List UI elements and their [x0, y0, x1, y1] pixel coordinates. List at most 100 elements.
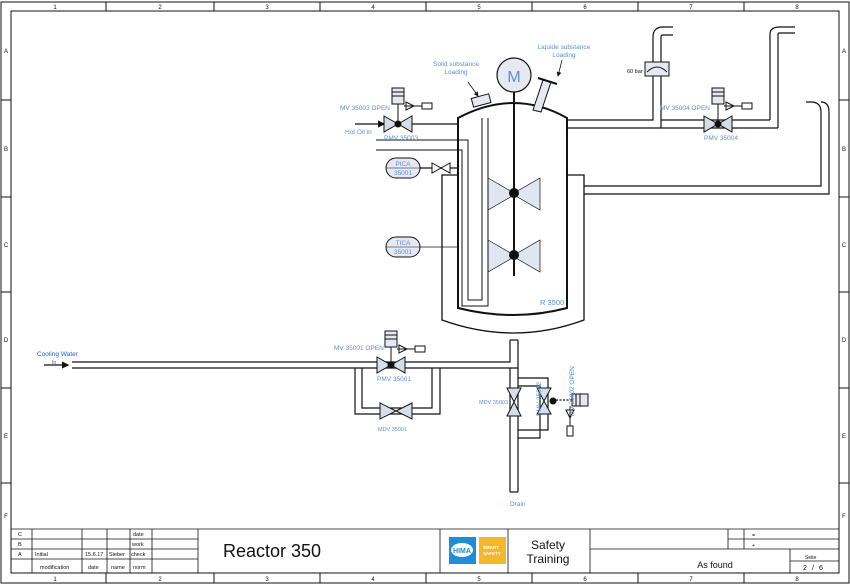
- project-title: Reactor 350: [223, 541, 321, 561]
- label-liquid-substance-2: Loading: [552, 52, 576, 59]
- instrument-pica-35001[interactable]: [385, 157, 421, 179]
- safety-training-1: Safety: [531, 538, 565, 552]
- label-cooling-water-1: Cooling Water: [37, 351, 79, 358]
- pressure-relief-60bar[interactable]: [644, 61, 670, 77]
- label-mdv35003: MDV 35003: [479, 400, 508, 406]
- page-total: 6: [819, 565, 823, 572]
- col-label-1-top: 1: [53, 5, 57, 11]
- row-label-d-right: D: [842, 338, 847, 344]
- row-label-e-right: E: [842, 434, 846, 440]
- row-label-d-left: D: [4, 338, 9, 344]
- col-label-4-bottom: 4: [371, 577, 375, 583]
- label-liquid-substance-1: Liquide substance: [538, 44, 591, 51]
- hdr-date: date: [88, 565, 99, 571]
- hdr-name: name: [111, 565, 125, 571]
- rev-a-description: Initial: [35, 552, 48, 558]
- col-label-6-bottom: 6: [583, 577, 587, 583]
- col-label-8-top: 8: [795, 5, 799, 11]
- hdr-modification: modification: [40, 565, 69, 571]
- row-label-c-right: C: [842, 243, 847, 249]
- reactor-jacket: [441, 174, 585, 334]
- col-label-5-top: 5: [477, 5, 481, 11]
- row-label-f-right: F: [842, 514, 846, 520]
- smart-logo-text-2: SAFETY: [483, 551, 501, 556]
- rev-a-date: 15.6.17: [85, 552, 103, 558]
- valve-pica-line[interactable]: [431, 162, 451, 174]
- rev-a-name: Sieber: [109, 552, 125, 558]
- page-separator: /: [812, 565, 814, 572]
- reactor-shell: [457, 102, 568, 316]
- label-tica-2: 35001: [394, 249, 412, 256]
- piping: [44, 26, 830, 493]
- col-label-7-bottom: 7: [689, 577, 693, 583]
- label-pressure-tag: 60 bar: [627, 69, 643, 75]
- motor-icon: [496, 57, 532, 93]
- label-pmv35001: PMV 35001: [377, 376, 411, 383]
- marker-plus: +: [752, 543, 755, 549]
- label-mdv35001: MDV 35001: [378, 427, 407, 433]
- col-label-8-bottom: 8: [795, 577, 799, 583]
- rev-row-b: B: [18, 542, 22, 548]
- page-label: Seite: [805, 555, 817, 561]
- smart-safety-logo: SMART SAFETY: [479, 537, 506, 564]
- col-label-6-top: 6: [583, 5, 587, 11]
- row-label-f-left: F: [4, 514, 8, 520]
- hima-logo-text: HIMA: [453, 548, 471, 555]
- label-reactor-tag: R 3500: [540, 298, 564, 307]
- row-label-c-left: C: [4, 243, 9, 249]
- col-label-4-top: 4: [371, 5, 375, 11]
- col-label-3-bottom: 3: [265, 577, 269, 583]
- label-solid-substance-2: Loading: [444, 69, 468, 76]
- valve-pmv35002[interactable]: [536, 387, 589, 437]
- page-number: 2: [803, 565, 807, 572]
- label-pmv35003: PMV 35003: [384, 135, 418, 142]
- hdr-norm: norm: [133, 565, 146, 571]
- smart-logo-text-1: SMART: [483, 545, 499, 550]
- motor-label: M: [507, 69, 520, 86]
- label-pica-1: PICA: [395, 161, 411, 168]
- col-label-7-top: 7: [689, 5, 693, 11]
- valve-mdv35001[interactable]: [379, 402, 413, 420]
- label-drain: Drain: [510, 501, 526, 508]
- status-as-found: As found: [697, 560, 733, 570]
- label-pmv35004: PMV 35004: [704, 135, 738, 142]
- agitator[interactable]: [487, 88, 541, 276]
- row-label-b-right: B: [842, 147, 846, 153]
- valve-pmv35001[interactable]: [376, 330, 426, 374]
- label-cooling-water-2: In: [52, 360, 56, 366]
- liquid-loading-nozzle[interactable]: [532, 77, 558, 113]
- reactor-vessel: [457, 102, 568, 316]
- motor[interactable]: M: [496, 57, 532, 93]
- hima-logo: HIMA: [449, 537, 476, 564]
- row-label-a-right: A: [842, 49, 846, 55]
- label-mv35003: MV 35003 OPEN: [340, 105, 390, 112]
- col-label-3-top: 3: [265, 5, 269, 11]
- label-solid-substance-1: Solid substance: [433, 61, 479, 68]
- title-block: [11, 528, 839, 573]
- label-pmv35002: PMV 35002: [536, 382, 543, 416]
- valve-pmv35003[interactable]: [383, 87, 433, 133]
- label-tica-1: TICA: [396, 240, 411, 247]
- col-work: work: [131, 542, 144, 548]
- rev-row-c: C: [18, 532, 22, 538]
- label-mv35004: MV 35004 OPEN: [660, 105, 710, 112]
- safety-training-2: Training: [527, 552, 570, 566]
- rev-row-a: A: [18, 552, 22, 558]
- label-mv35001: MV 35001 OPEN: [334, 345, 384, 352]
- col-label-2-top: 2: [158, 5, 162, 11]
- label-pica-2: 35001: [394, 170, 412, 177]
- col-label-5-bottom: 5: [477, 577, 481, 583]
- row-label-b-left: B: [4, 147, 8, 153]
- solid-loading-nozzle[interactable]: [470, 93, 492, 108]
- col-check: check: [131, 552, 146, 558]
- dip-pipe: [376, 118, 489, 307]
- col-label-2-bottom: 2: [158, 577, 162, 583]
- col-date: date: [133, 532, 144, 538]
- instrument-tica-35001[interactable]: [385, 236, 458, 258]
- label-mv35002: MV 35002 OPEN: [569, 366, 576, 416]
- valve-pmv35004[interactable]: [703, 87, 753, 133]
- row-label-a-left: A: [4, 49, 8, 55]
- valve-mdv35003[interactable]: [506, 387, 522, 417]
